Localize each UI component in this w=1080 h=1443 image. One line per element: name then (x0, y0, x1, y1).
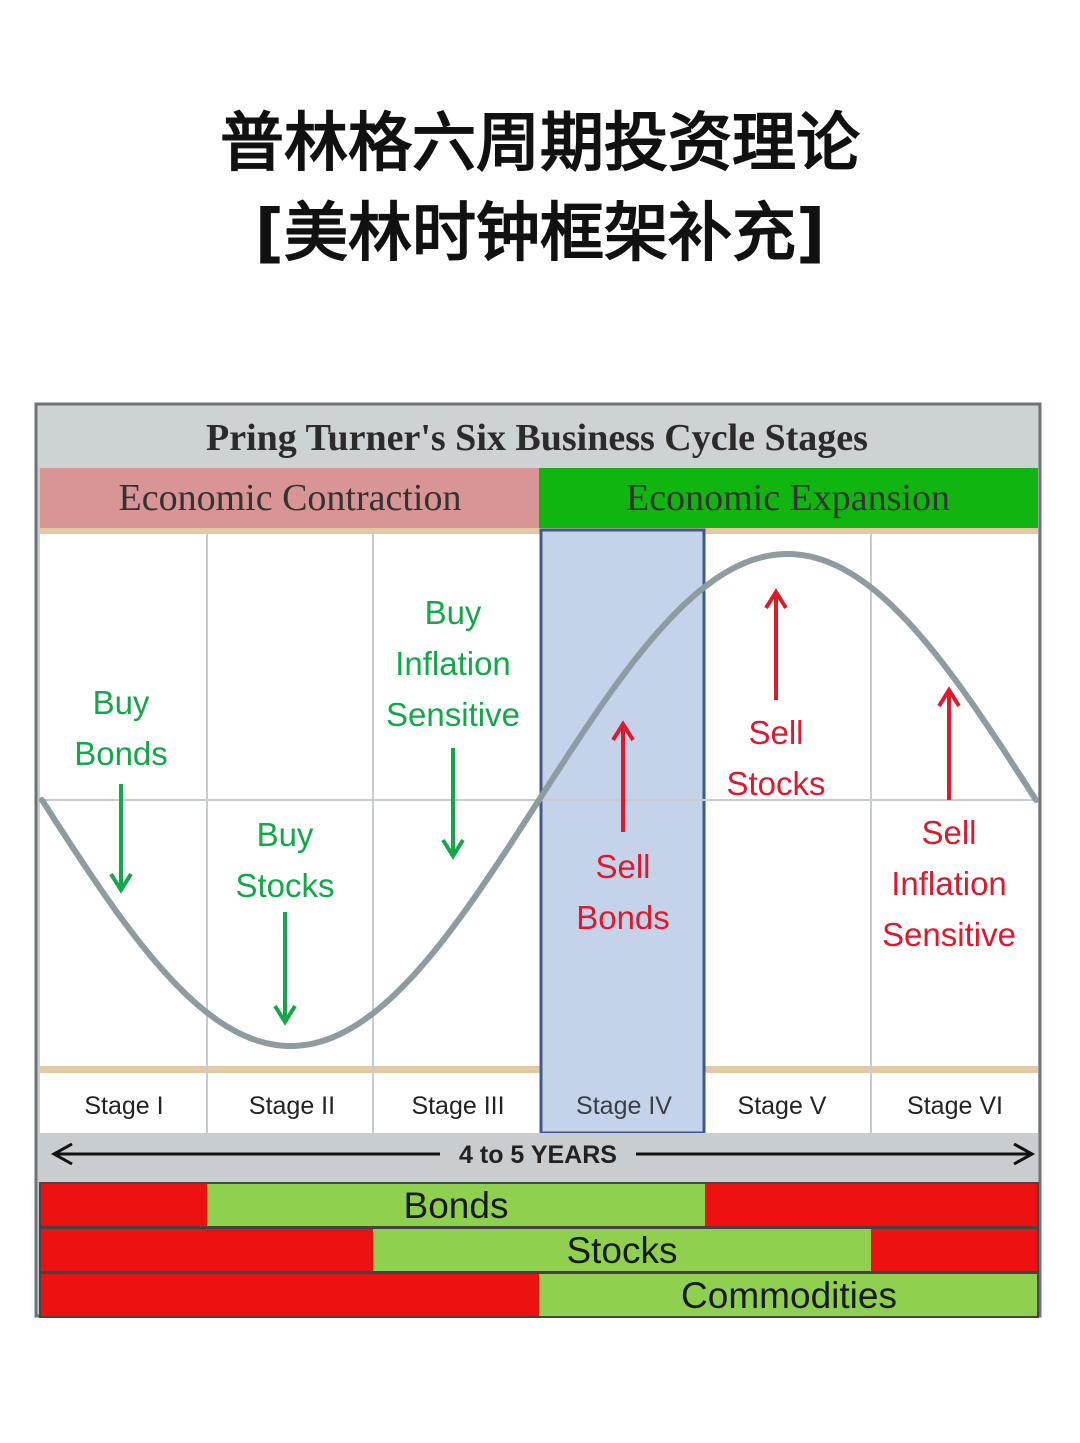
signal-1-text-1: Buy (93, 684, 150, 721)
diagram-title-band (38, 406, 1038, 468)
asset-bar-stocks: Stocks (39, 1227, 1039, 1273)
asset-bar-bonds: Bonds (39, 1182, 1039, 1228)
signal-2-text-1: Buy (257, 816, 314, 853)
arrow-up-icon (611, 720, 635, 742)
stage-labels: Stage I Stage II Stage III Stage IV Stag… (84, 1092, 1003, 1120)
asset-bar-stocks-segment-1 (40, 1228, 207, 1272)
contraction-band (40, 468, 539, 528)
asset-bar-stocks-label: Stocks (566, 1230, 677, 1271)
signals-layer: BuyBondsBuyStocksBuyInflationSensitiveSe… (74, 588, 1016, 1026)
asset-bar-bonds-segment-1 (40, 1183, 207, 1227)
asset-bar-commodities-segment-2 (207, 1273, 373, 1317)
asset-bar-bonds-segment-2 (207, 1183, 373, 1227)
signal-1-text-2: Bonds (74, 735, 168, 772)
expansion-label: Economic Expansion (626, 477, 950, 519)
asset-bar-stocks-segment-3 (373, 1228, 539, 1272)
column-dividers (206, 534, 872, 1133)
top-tan-rule (40, 528, 1038, 534)
asset-bar-commodities-segment-1 (40, 1273, 207, 1317)
asset-bar-bonds-segment-6 (871, 1183, 1038, 1227)
contraction-label: Economic Contraction (119, 477, 462, 519)
business-cycle-curve (39, 550, 1039, 1050)
signal-5-text-2: Stocks (726, 765, 825, 802)
arrow-down-icon (109, 872, 133, 894)
stage-label-row (40, 1073, 1038, 1133)
stage-label-3: Stage III (411, 1092, 504, 1120)
signal-3-text-3: Sensitive (386, 696, 520, 733)
asset-bar-commodities-label: Commodities (681, 1275, 897, 1316)
asset-bar-bonds-label: Bonds (404, 1185, 509, 1226)
asset-bar-commodities: Commodities (39, 1272, 1039, 1318)
signal-6-text-2: Inflation (891, 865, 1007, 902)
signal-5-text-1: Sell (748, 714, 803, 751)
duration-arrow-right-head (1013, 1142, 1036, 1166)
asset-bar-commodities-segment-4 (539, 1273, 705, 1317)
signal-6-text-1: Sell (921, 814, 976, 851)
stage-label-1: Stage I (84, 1092, 163, 1120)
signal-4-text-2: Bonds (576, 899, 670, 936)
signal-4-text-1: Sell (595, 848, 650, 885)
asset-bar-stocks-segment-4 (539, 1228, 705, 1272)
asset-bar-stocks-segment-6 (871, 1228, 1038, 1272)
signal-2-text-2: Stocks (235, 867, 334, 904)
duration-arrow-left-head (50, 1142, 73, 1166)
asset-bar-bonds-segment-5 (705, 1183, 871, 1227)
signal-3-text-1: Buy (425, 594, 482, 631)
duration-label: 4 to 5 YEARS (459, 1141, 617, 1169)
asset-bar-bonds-segment-4 (539, 1183, 705, 1227)
duration-band (38, 1133, 1038, 1179)
arrow-down-icon (273, 1004, 297, 1026)
page-title-line-2: [美林时钟框架补充] (254, 197, 826, 271)
arrow-up-icon (764, 588, 788, 610)
stage-label-5: Stage V (738, 1092, 827, 1120)
asset-bar-commodities-outline (39, 1272, 1039, 1318)
diagram-title: Pring Turner's Six Business Cycle Stages (206, 417, 868, 459)
expansion-band (539, 468, 1038, 528)
asset-bar-bonds-segment-3 (373, 1183, 539, 1227)
signal-6-text-3: Sensitive (882, 916, 1016, 953)
signal-3-text-2: Inflation (395, 645, 511, 682)
asset-bar-commodities-segment-6 (871, 1273, 1038, 1317)
asset-bar-commodities-segment-3 (373, 1273, 539, 1317)
arrow-up-icon (937, 686, 961, 708)
arrow-down-icon (441, 838, 465, 860)
asset-bar-commodities-segment-5 (705, 1273, 871, 1317)
asset-bar-stocks-segment-5 (705, 1228, 871, 1272)
stage-label-4: Stage IV (576, 1092, 672, 1120)
asset-bar-stocks-segment-2 (207, 1228, 373, 1272)
stage-label-2: Stage II (249, 1092, 335, 1120)
stage-label-6: Stage VI (907, 1092, 1003, 1120)
page-title-line-1: 普林格六周期投资理论 (220, 107, 860, 181)
bottom-tan-rule (40, 1066, 1038, 1073)
